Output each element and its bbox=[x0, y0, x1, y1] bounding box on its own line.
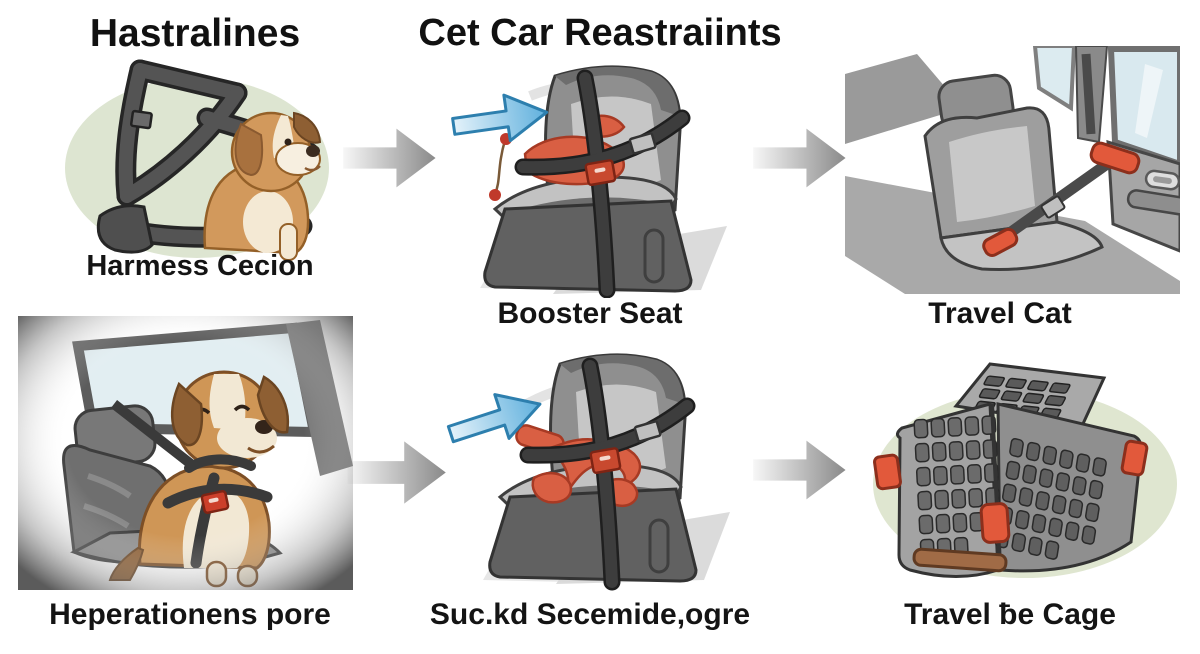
strap-adjuster bbox=[633, 420, 662, 443]
caption-booster-top: Booster Seat bbox=[497, 297, 683, 330]
strap-adjuster bbox=[628, 132, 657, 155]
puppy bbox=[203, 111, 322, 261]
latch-right-orange bbox=[1120, 439, 1149, 477]
belt-anchor-orange bbox=[1089, 141, 1141, 175]
caption-harness: Harmess Cecion bbox=[86, 250, 314, 282]
door-armrest bbox=[1126, 189, 1180, 216]
title-left: Hastralines bbox=[89, 12, 301, 55]
car-interior-seatbelt-illustration bbox=[845, 46, 1180, 294]
title-center: Cet Car Reastraiints bbox=[418, 12, 782, 54]
vignette-overlay bbox=[18, 316, 353, 590]
belt-adjuster bbox=[1040, 195, 1066, 219]
car-seat bbox=[923, 73, 1104, 271]
latch-left-orange bbox=[873, 453, 902, 491]
base-bar-brown bbox=[912, 547, 1008, 573]
door-handle bbox=[1144, 169, 1180, 191]
blue-insert-arrow-icon bbox=[451, 93, 549, 143]
red-buckle bbox=[589, 447, 622, 475]
dog-harness-with-puppy-illustration bbox=[65, 59, 329, 261]
pet-travel-crate-illustration bbox=[873, 362, 1177, 578]
right-arrow-icon bbox=[347, 441, 446, 504]
harness-pad bbox=[96, 204, 154, 254]
harness-buckle-top bbox=[129, 109, 153, 130]
booster-seat-with-harness-illustration bbox=[446, 353, 730, 591]
caption-booster-bottom: Suc.kd Secemide,ogre bbox=[429, 598, 751, 631]
latch-center-orange bbox=[979, 502, 1011, 544]
crate bbox=[873, 362, 1149, 578]
caption-travel-cage: Travel ƀe Cage bbox=[904, 598, 1116, 631]
dog-buckled-in-car-illustration bbox=[18, 316, 353, 590]
right-arrow-icon bbox=[753, 440, 846, 500]
caption-dog-in-car: Heperationens pore bbox=[49, 598, 331, 631]
right-arrow-icon bbox=[753, 128, 846, 188]
dashboard-edge bbox=[845, 54, 963, 144]
tether-string bbox=[489, 133, 512, 201]
windshield-glass bbox=[1032, 46, 1077, 112]
right-arrow-icon bbox=[343, 128, 436, 188]
caption-travel-cat: Travel Cat bbox=[928, 297, 1072, 330]
seatbelt bbox=[982, 53, 1141, 257]
belt-buckle-orange bbox=[982, 227, 1019, 257]
pet-booster-seat-illustration bbox=[451, 65, 727, 298]
red-buckle bbox=[584, 159, 617, 187]
window-reflection bbox=[1135, 64, 1163, 138]
blue-insert-arrow-icon bbox=[446, 393, 542, 444]
